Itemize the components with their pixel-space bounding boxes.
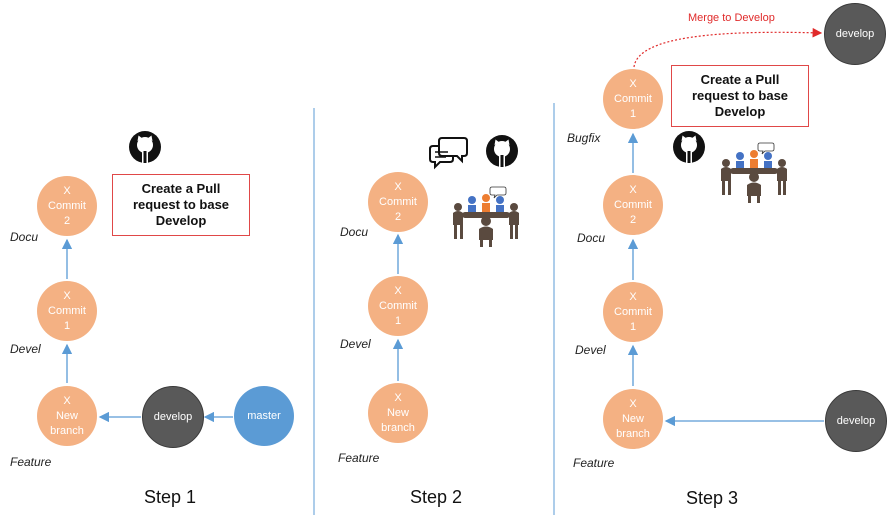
- s3-feature-label: Feature: [573, 456, 615, 470]
- s3-docu-commit-node: X Commit 2: [603, 175, 663, 235]
- s1-develop-node: develop: [142, 386, 204, 448]
- github-icon: [129, 131, 161, 163]
- s3-docu-label: Docu: [577, 231, 606, 245]
- s1-devel-label: Devel: [10, 342, 41, 356]
- s3-devel-commit-node: X Commit 1: [603, 282, 663, 342]
- merge-arrow: [633, 27, 823, 68]
- s1-feature-label: Feature: [10, 455, 52, 469]
- github-icon: [486, 135, 518, 167]
- s3-develop-node: develop: [825, 390, 887, 452]
- s2-docu-commit-node: X Commit 2: [368, 172, 428, 232]
- s1-feature-branch-node: X New branch: [37, 386, 97, 446]
- s3-feature-branch-node: X New branch: [603, 389, 663, 449]
- s1-pull-request-box: Create a Pull request to base Develop: [112, 174, 250, 236]
- s2-feature-branch-node: X New branch: [368, 383, 428, 443]
- meeting-people-icon: [721, 142, 787, 203]
- s3-bugfix-label: Bugfix: [567, 131, 601, 145]
- chat-bubbles-icon: [429, 137, 468, 170]
- s1-master-node: master: [234, 386, 294, 446]
- s2-devel-commit-node: X Commit 1: [368, 276, 428, 336]
- s2-docu-label: Docu: [340, 225, 369, 239]
- merge-label: Merge to Develop: [688, 12, 775, 24]
- s1-docu-label: Docu: [10, 230, 39, 244]
- s3-pull-request-box: Create a Pull request to base Develop: [671, 65, 809, 127]
- s3-bugfix-commit-node: X Commit 1: [603, 69, 663, 129]
- s3-develop-target-node: develop: [824, 3, 886, 65]
- s3-devel-label: Devel: [575, 343, 606, 357]
- s1-docu-commit-node: X Commit 2: [37, 176, 97, 236]
- s3-step-label: Step 3: [686, 488, 739, 508]
- s1-devel-commit-node: X Commit 1: [37, 281, 97, 341]
- s2-feature-label: Feature: [338, 451, 380, 465]
- s1-step-label: Step 1: [144, 487, 197, 507]
- s2-step-label: Step 2: [410, 487, 463, 507]
- github-icon: [673, 131, 705, 163]
- meeting-people-icon: [453, 186, 519, 247]
- s2-devel-label: Devel: [340, 337, 371, 351]
